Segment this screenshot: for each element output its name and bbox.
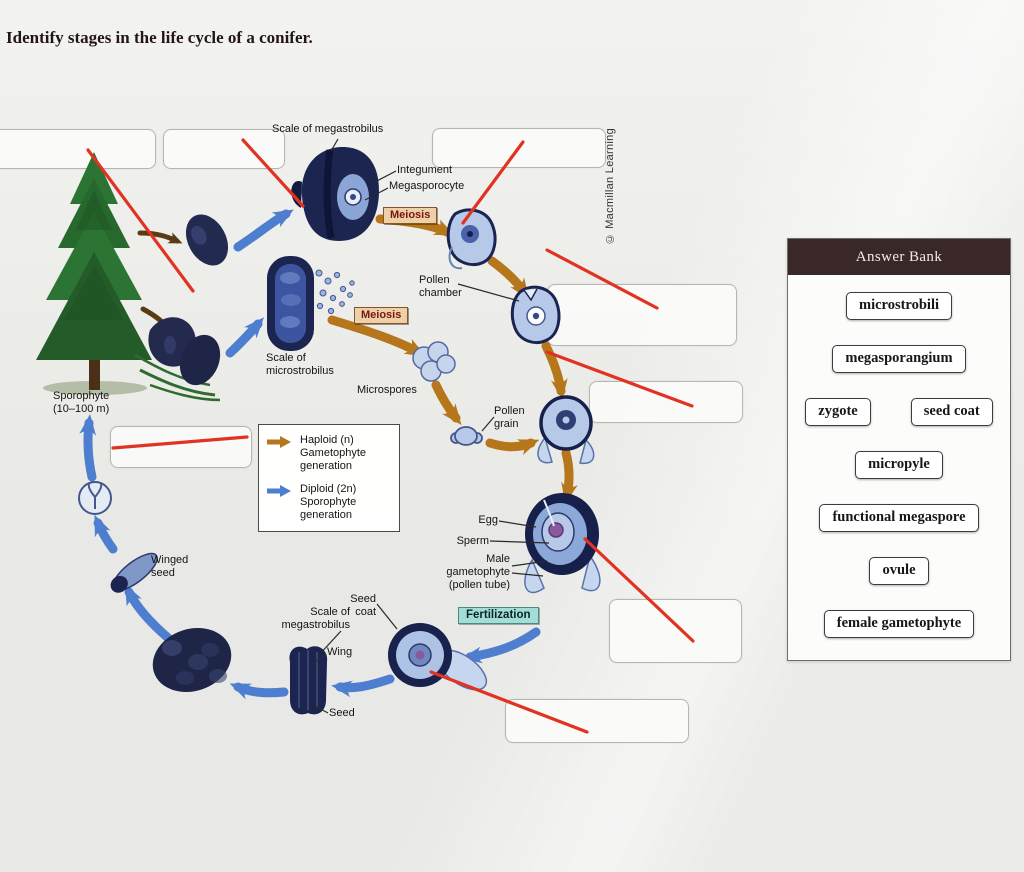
legend-diploid-row: Diploid (2n) Sporophyte generation <box>267 483 393 522</box>
bank-item-seed-coat[interactable]: seed coat <box>910 398 993 426</box>
fertilization-badge: Fertilization <box>458 607 539 624</box>
bank-item-microstrobili[interactable]: microstrobili <box>845 292 952 320</box>
seed-cone-bottom <box>152 628 232 692</box>
label-winged-seed: Winged seed <box>151 554 189 579</box>
label-integument: Integument <box>397 164 453 176</box>
drop-zone-8[interactable] <box>505 699 689 743</box>
answer-bank-title: Answer Bank <box>788 239 1010 275</box>
label-scale-of-microstrobilus: Scale of microstrobilus <box>266 352 334 377</box>
answer-bank-items: microstrobili megasporangium zygote seed… <box>788 275 1010 638</box>
label-pollen-chamber: Pollen chamber <box>419 274 462 299</box>
female-gametophyte-cell <box>78 481 112 515</box>
drop-zone-7[interactable] <box>609 599 742 663</box>
macmillan-credit: © Macmillan Learning <box>604 128 616 245</box>
generation-legend: Haploid (n) Gametophyte generation Diplo… <box>258 424 400 532</box>
label-male-gametophyte: Male gametophyte (pollen tube) <box>446 553 510 591</box>
label-pollen-grain: Pollen grain <box>494 405 525 430</box>
label-seed-coat: Seed coat <box>350 593 376 618</box>
ovule-fertilization <box>524 493 601 594</box>
bank-item-megasporangium[interactable]: megasporangium <box>832 345 966 373</box>
ovule-megasporocyte <box>446 208 497 270</box>
label-egg: Egg <box>478 514 498 526</box>
page-title: Identify stages in the life cycle of a c… <box>6 28 313 47</box>
haploid-arrow-icon <box>267 436 291 448</box>
legend-haploid-label: Haploid (n) Gametophyte generation <box>300 434 367 472</box>
label-sperm: Sperm <box>456 535 489 547</box>
label-sporophyte: Sporophyte (10–100 m) <box>53 390 110 415</box>
label-seed: Seed <box>329 707 355 719</box>
meiosis-badge-left: Meiosis <box>354 307 409 324</box>
tree-to-cone-arrows <box>137 230 183 333</box>
conifer-tree <box>36 152 152 395</box>
bank-item-micropyle[interactable]: micropyle <box>855 451 943 479</box>
drop-zone-5[interactable] <box>589 381 743 423</box>
meiosis-badge-top: Meiosis <box>383 207 438 224</box>
bank-item-functional-megaspore[interactable]: functional megaspore <box>819 504 979 532</box>
bank-item-zygote[interactable]: zygote <box>805 398 871 426</box>
drop-zone-2[interactable] <box>163 129 285 169</box>
label-microspores: Microspores <box>357 384 417 396</box>
label-scale-of-megastrobilus-bottom: Scale of megastrobilus <box>281 606 350 631</box>
label-wing: Wing <box>327 646 353 658</box>
legend-diploid-label: Diploid (2n) Sporophyte generation <box>300 482 357 521</box>
drop-zone-3[interactable] <box>432 128 606 168</box>
microspores-cluster <box>412 341 456 382</box>
bank-item-female-gametophyte[interactable]: female gametophyte <box>823 610 975 638</box>
megastrobilus-scale-with-seed <box>289 646 328 715</box>
pollen-cone-upper <box>185 214 229 266</box>
pollen-grain <box>450 426 483 446</box>
drop-zone-1[interactable] <box>0 129 156 169</box>
drop-zone-6[interactable] <box>110 426 252 468</box>
microstrobilus-scale <box>267 256 355 351</box>
megastrobilus-scale <box>291 146 380 241</box>
seed-cross-section <box>388 623 488 691</box>
diploid-arrow-icon <box>267 484 291 497</box>
answer-bank-panel: Answer Bank microstrobili megasporangium… <box>787 238 1011 661</box>
drop-zone-4[interactable] <box>547 284 737 346</box>
ovule-pollination <box>537 395 595 465</box>
label-megasporocyte: Megasporocyte <box>389 180 465 192</box>
label-scale-of-megastrobilus: Scale of megastrobilus <box>272 123 384 135</box>
legend-haploid-row: Haploid (n) Gametophyte generation <box>267 434 393 473</box>
seed-cones-left <box>134 317 221 402</box>
bank-item-ovule[interactable]: ovule <box>869 557 929 585</box>
